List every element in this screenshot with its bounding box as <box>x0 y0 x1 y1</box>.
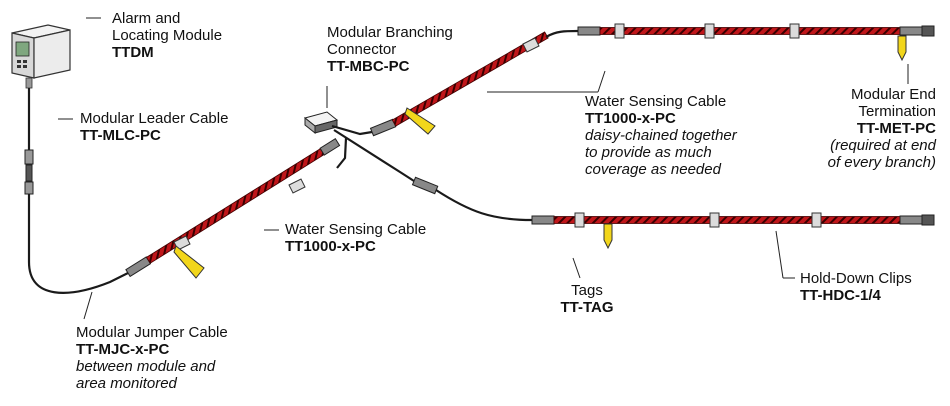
leader-connector <box>24 149 34 195</box>
label-code: TT-MBC-PC <box>327 58 410 75</box>
upper-branch-cable <box>331 124 373 136</box>
label-title: Connector <box>327 41 397 58</box>
sensing-cable-upper-diagonal <box>391 31 549 127</box>
label-code: TT-MET-PC <box>856 120 936 137</box>
label-title: Modular End <box>850 86 936 103</box>
lower-branch-connector <box>411 176 439 195</box>
label-note: (required at end <box>830 137 936 154</box>
upper-corner-cable <box>545 29 579 38</box>
tag <box>897 35 907 62</box>
hold-down-clip <box>811 212 822 228</box>
alarm-module <box>11 24 71 89</box>
label-alarm-module: Alarm and Locating Module TTDM <box>112 10 222 61</box>
hold-down-clip <box>288 178 306 194</box>
label-title: Water Sensing Cable <box>585 93 727 110</box>
leader-lines <box>58 17 909 320</box>
label-tags: Tags TT-TAG <box>549 282 625 316</box>
lower-corner-cable <box>435 189 533 222</box>
sensing-cable-upper-horizontal <box>577 26 923 36</box>
hold-down-clip <box>704 23 715 39</box>
cable-to-connector <box>336 137 348 169</box>
label-code: TT-HDC-1/4 <box>800 287 881 304</box>
label-title: Termination <box>858 103 936 120</box>
label-code: TT-TAG <box>560 299 614 316</box>
label-title: Water Sensing Cable <box>285 221 427 238</box>
tag <box>404 107 436 135</box>
label-end-termination: Modular End Termination TT-MET-PC (requi… <box>776 86 936 171</box>
label-title: Modular Jumper Cable <box>76 324 228 341</box>
label-code: TT1000-x-PC <box>585 110 676 127</box>
label-leader-cable: Modular Leader Cable TT-MLC-PC <box>80 110 228 144</box>
label-code: TTDM <box>112 44 154 61</box>
label-note: coverage as needed <box>585 161 721 178</box>
tag <box>173 245 205 279</box>
label-title: Hold-Down Clips <box>800 270 912 287</box>
label-branching-connector: Modular Branching Connector TT-MBC-PC <box>327 24 453 75</box>
sensing-cable-lower-left <box>125 138 341 278</box>
tag <box>603 223 613 250</box>
label-note: between module and <box>76 358 216 375</box>
jumper-cable <box>27 194 129 294</box>
label-title: Modular Leader Cable <box>80 110 229 127</box>
label-water-sensing-lower: Water Sensing Cable TT1000-x-PC <box>285 221 426 255</box>
lower-branch-cable <box>333 129 415 182</box>
hold-down-clip <box>614 23 625 39</box>
label-water-sensing-upper: Water Sensing Cable TT1000-x-PC daisy-ch… <box>585 93 737 178</box>
label-jumper-cable: Modular Jumper Cable TT-MJC-x-PC between… <box>76 324 228 392</box>
label-note: daisy-chained together <box>585 127 737 144</box>
hold-down-clip <box>522 37 540 53</box>
label-title: Alarm and <box>112 10 181 27</box>
hold-down-clip <box>789 23 800 39</box>
hold-down-clip <box>709 212 720 228</box>
label-title: Locating Module <box>112 27 223 44</box>
sensing-cable-lower-horizontal <box>531 215 923 225</box>
hold-down-clip <box>574 212 585 228</box>
end-termination <box>921 25 935 37</box>
upper-branch-connector <box>369 118 397 137</box>
label-title: Tags <box>571 282 603 299</box>
label-code: TT1000-x-PC <box>285 238 376 255</box>
label-hold-down-clips: Hold-Down Clips TT-HDC-1/4 <box>800 270 912 304</box>
branching-connector <box>303 111 339 135</box>
label-note: area monitored <box>76 375 177 392</box>
label-code: TT-MLC-PC <box>80 127 161 144</box>
label-note: to provide as much <box>585 144 712 161</box>
label-note: of every branch) <box>827 154 936 171</box>
end-termination <box>921 214 935 226</box>
label-code: TT-MJC-x-PC <box>76 341 170 358</box>
label-title: Modular Branching <box>327 24 453 41</box>
